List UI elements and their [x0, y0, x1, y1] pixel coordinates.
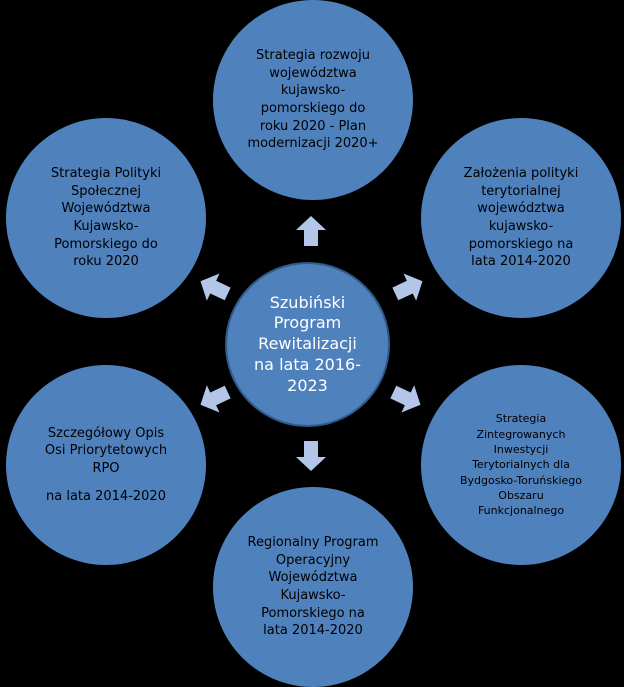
node-text-line: Bydgosko-Toruńskiego — [459, 473, 583, 487]
node-text-line: Strategia Polityki — [50, 166, 162, 182]
node-text-line: kujawsko- — [488, 219, 554, 234]
node-text-line: Pomorskiego do — [54, 236, 158, 252]
arrow-upper-left-icon — [200, 273, 231, 301]
node-text-line: Społecznej — [71, 183, 141, 199]
node-text-line: pomorskiego na — [468, 236, 574, 252]
node-text-line: Kujawsko- — [73, 219, 139, 234]
node-strategia-polityki-spolecznej: Strategia Polityki Społecznej Województw… — [6, 118, 206, 318]
node-text-line: województwa — [477, 201, 565, 217]
node-text-line: pomorskiego do — [260, 101, 366, 116]
center-text-line: Rewitalizacji — [258, 334, 357, 354]
node-text-line: Regionalny Program — [247, 535, 379, 551]
node-text-line: Terytorialnych dla — [472, 458, 570, 472]
node-text-line: roku 2020 — [73, 254, 139, 270]
arrow-lower-left-icon — [200, 385, 231, 413]
node-text-line: RPO — [92, 461, 120, 476]
node-text-line: Strategia rozwoju — [256, 48, 370, 64]
node-text-line: lata 2014-2020 — [263, 623, 363, 639]
node-text-line: Obszaru — [498, 489, 544, 503]
node-text-line: kujawsko- — [280, 83, 346, 99]
node-regionalny-program-operacyjny: Regionalny Program Operacyjny Województw… — [213, 487, 413, 687]
node-text-line: Operacyjny — [275, 552, 351, 568]
node-text-line: Zintegrowanych — [476, 427, 566, 441]
node-text-line: Strategia — [495, 412, 547, 426]
center-text-line: Program — [273, 313, 342, 333]
node-text-line: Szczegółowy Opis — [47, 425, 165, 441]
arrow-up-icon — [296, 216, 326, 246]
node-szczegolowy-opis-osi: Szczegółowy Opis Osi Priorytetowych RPO … — [6, 365, 206, 565]
node-text-line: Kujawsko- — [280, 588, 346, 603]
arrows-group — [200, 216, 423, 471]
node-text-line: Województwa — [61, 201, 151, 217]
arrow-lower-right-icon — [390, 385, 421, 413]
arrow-down-icon — [296, 441, 326, 471]
node-zalozenia-polityki-terytorialnej: Założenia polityki terytorialnej wojewód… — [421, 118, 621, 318]
node-text-line: terytorialnej — [481, 183, 561, 199]
node-text-line: Pomorskiego na — [261, 605, 365, 621]
node-text-line: na lata 2014-2020 — [46, 488, 166, 504]
center-text-line: 2023 — [287, 375, 328, 395]
node-text-line: Województwa — [268, 570, 358, 586]
node-text-line: Inwestycji — [493, 442, 549, 456]
node-text-line: Funkcjonalnego — [477, 504, 565, 518]
center-text-line: Szubiński — [269, 292, 346, 312]
node-strategia-zit: Strategia Zintegrowanych Inwestycji Tery… — [421, 365, 621, 565]
node-text-line: województwa — [269, 65, 357, 81]
node-text-line: Założenia polityki — [463, 166, 579, 182]
center-text-line: na lata 2016- — [254, 354, 361, 374]
node-strategia-rozwoju-wojewodztwa: Strategia rozwoju województwa kujawsko- … — [213, 0, 413, 200]
node-text-line: roku 2020 - Plan — [259, 118, 367, 134]
node-text-line: modernizacji 2020+ — [247, 136, 379, 152]
node-text-line: lata 2014-2020 — [471, 254, 571, 270]
center-node-szubinski-program-rewitalizacji: Szubiński Program Rewitalizacji na lata … — [225, 262, 390, 427]
arrow-upper-right-icon — [392, 273, 423, 301]
node-text-line: Osi Priorytetowych — [44, 443, 168, 459]
